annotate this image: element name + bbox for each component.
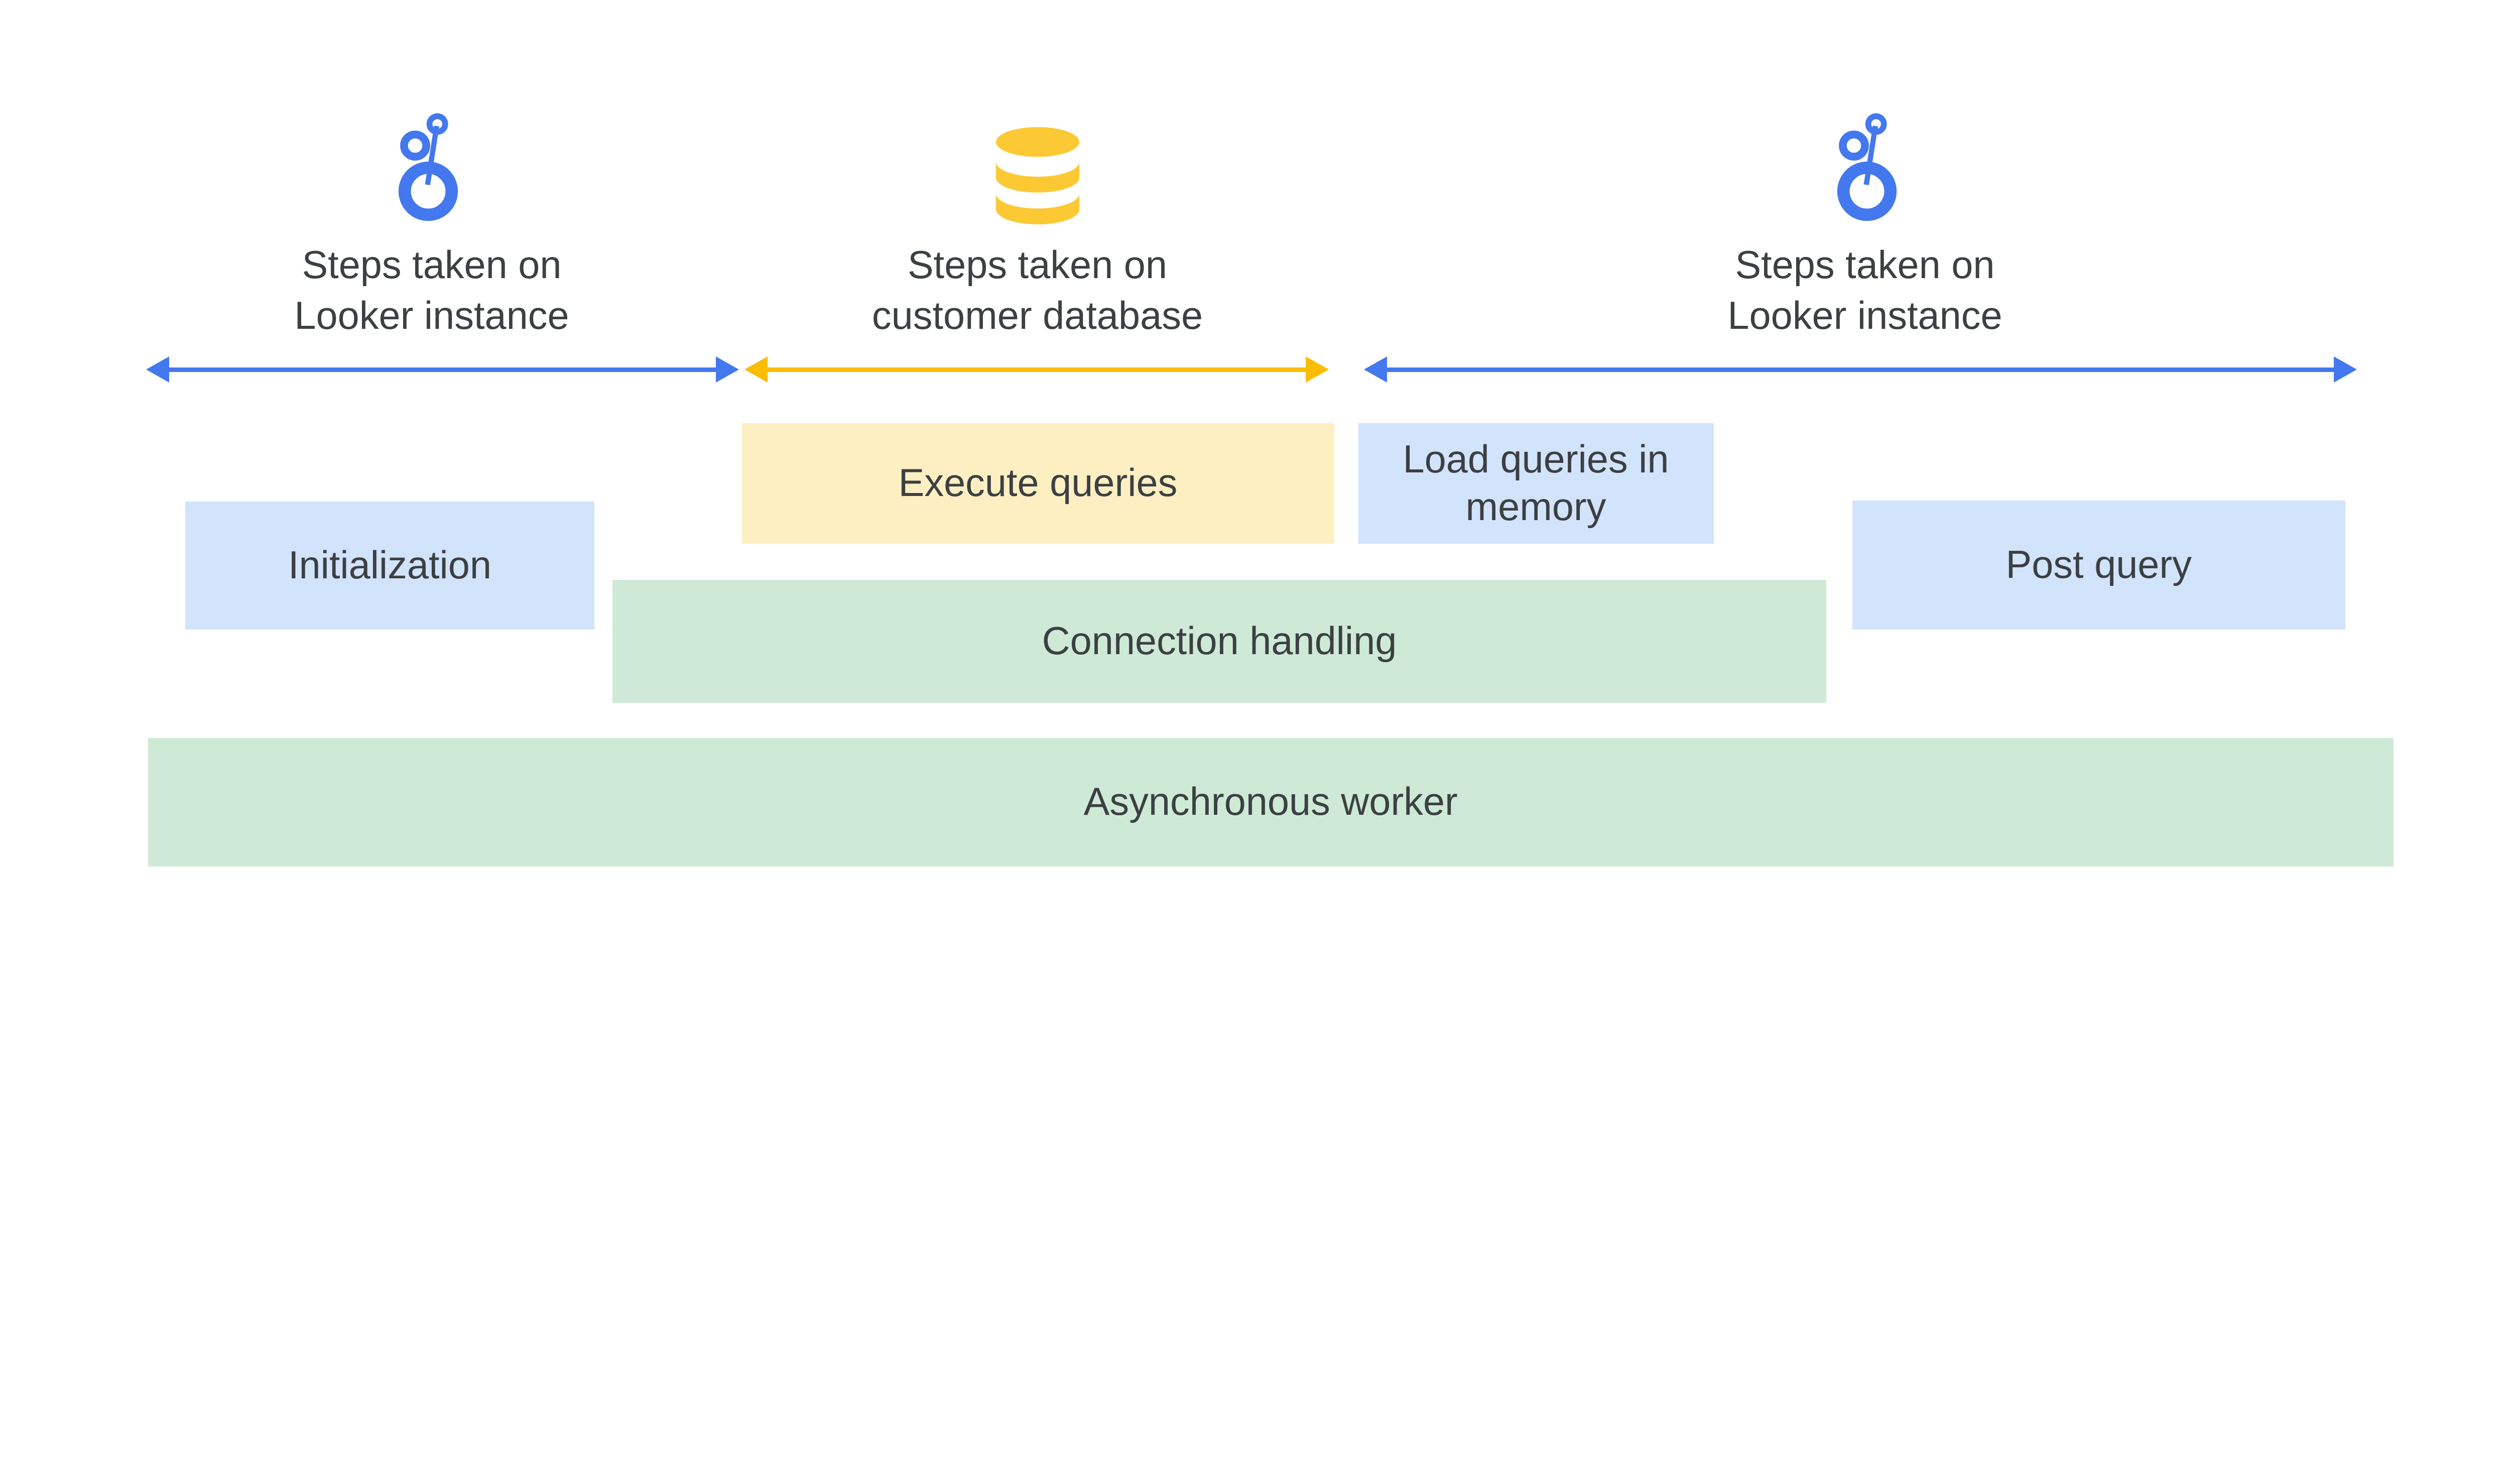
stage-box-post-query: Post query (1852, 501, 2345, 630)
stage-box-label: Connection handling (1042, 620, 1397, 663)
looker-icon (396, 112, 461, 225)
section-label-line: Steps taken on (907, 243, 1168, 287)
stage-box-label: Load queries in memory (1403, 437, 1669, 529)
span-arrow-looker-left (146, 356, 739, 383)
stage-box-asynchronous-worker: Asynchronous worker (148, 737, 2394, 867)
stage-box-load-queries-in-memory: Load queries in memory (1358, 423, 1714, 544)
span-arrow-looker-right (1364, 356, 2357, 383)
span-arrow-customer-db (744, 356, 1329, 383)
database-icon (993, 126, 1082, 226)
stage-box-initialization: Initialization (185, 501, 594, 630)
arrow-line (762, 367, 1311, 372)
section-label-line: customer database (871, 294, 1203, 337)
stage-box-label: Asynchronous worker (1083, 780, 1458, 824)
section-label-line: Looker instance (1727, 294, 2002, 337)
arrow-line (1382, 367, 2339, 372)
section-label-line: Steps taken on (1735, 243, 1995, 287)
stage-box-connection-handling: Connection handling (612, 580, 1826, 703)
section-label-customer-db: Steps taken on customer database (812, 240, 1264, 341)
section-label-looker-right: Steps taken on Looker instance (1639, 240, 2091, 341)
section-label-line: Steps taken on (302, 243, 562, 287)
arrow-line (164, 367, 721, 372)
stage-box-label: Execute queries (898, 461, 1178, 505)
section-label-line: Looker instance (294, 294, 569, 337)
diagram-canvas: Steps taken on Looker instance Steps tak… (146, 112, 2394, 867)
stage-box-label: Post query (2005, 543, 2192, 586)
stage-box-label: Initialization (288, 543, 491, 587)
stage-box-execute-queries: Execute queries (741, 423, 1334, 544)
section-label-looker-left: Steps taken on Looker instance (206, 240, 658, 341)
looker-icon (1834, 112, 1900, 225)
